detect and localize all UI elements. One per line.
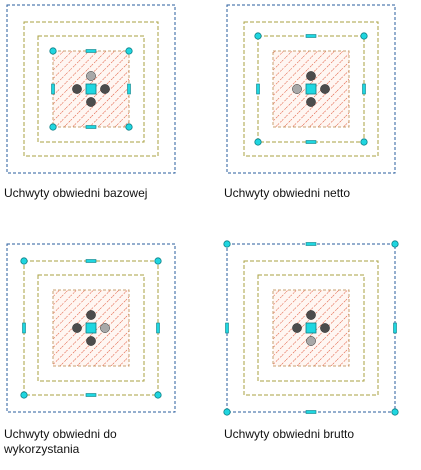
corner-grip-icon <box>20 391 28 399</box>
net-boundary-outline <box>37 274 145 382</box>
edge-grip-bottom-icon <box>85 393 97 397</box>
direction-grip-left-icon <box>292 323 302 333</box>
direction-grip-right-icon <box>320 84 330 94</box>
direction-grip-right-icon <box>100 84 110 94</box>
corner-grip-icon <box>254 32 262 40</box>
edge-grip-right-icon <box>362 83 366 95</box>
caption-base-boundary: Uchwyty obwiedni bazowej <box>4 186 148 200</box>
direction-grip-left-icon <box>72 84 82 94</box>
edge-grip-left-icon <box>225 322 229 334</box>
direction-grip-right-icon <box>100 323 110 333</box>
edge-grip-bottom-icon <box>85 125 97 129</box>
direction-grip-top-icon <box>306 310 316 320</box>
diagram-usable-boundary <box>6 243 176 413</box>
corner-grip-icon <box>360 32 368 40</box>
corner-grip-icon <box>360 138 368 146</box>
diagram-net-boundary <box>226 4 396 174</box>
gross-boundary-outline <box>226 4 396 174</box>
direction-grip-bottom-icon <box>306 336 316 346</box>
panel-base-boundary: Uchwyty obwiedni bazowej <box>2 2 202 232</box>
corner-grip-icon <box>125 47 133 55</box>
edge-grip-right-icon <box>156 322 160 334</box>
corner-grip-icon <box>223 408 231 416</box>
corner-grip-icon <box>391 408 399 416</box>
caption-usable-boundary: Uchwyty obwiedni do wykorzystania <box>4 427 117 456</box>
direction-grip-left-icon <box>292 84 302 94</box>
corner-grip-icon <box>49 123 57 131</box>
panel-net-boundary: Uchwyty obwiedni netto <box>222 2 421 232</box>
direction-grip-right-icon <box>320 323 330 333</box>
edge-grip-left-icon <box>22 322 26 334</box>
panel-gross-boundary: Uchwyty obwiedni brutto <box>222 237 421 467</box>
caption-gross-boundary: Uchwyty obwiedni brutto <box>224 427 355 441</box>
corner-grip-icon <box>154 257 162 265</box>
edge-grip-right-icon <box>393 322 397 334</box>
edge-grip-top-icon <box>305 242 317 246</box>
panel-usable-boundary: Uchwyty obwiedni do wykorzystania <box>2 237 202 467</box>
corner-grip-icon <box>20 257 28 265</box>
direction-grip-bottom-icon <box>86 97 96 107</box>
center-grip-icon <box>305 83 317 95</box>
caption-net-boundary: Uchwyty obwiedni netto <box>224 186 351 200</box>
direction-grip-bottom-icon <box>306 97 316 107</box>
usable-boundary-outline <box>23 21 159 157</box>
usable-boundary-outline <box>243 21 379 157</box>
corner-grip-icon <box>223 240 231 248</box>
corner-grip-icon <box>154 391 162 399</box>
diagram-gross-boundary <box>223 240 399 416</box>
center-grip-icon <box>85 322 97 334</box>
direction-grip-left-icon <box>72 323 82 333</box>
edge-grip-top-icon <box>85 49 97 53</box>
gross-boundary-outline <box>6 243 176 413</box>
gross-boundary-outline <box>6 4 176 174</box>
direction-grip-top-icon <box>306 71 316 81</box>
direction-grip-top-icon <box>86 310 96 320</box>
net-boundary-outline <box>37 35 145 143</box>
edge-grip-top-icon <box>305 34 317 38</box>
center-grip-icon <box>85 83 97 95</box>
diagram-base-boundary <box>6 4 176 174</box>
direction-grip-bottom-icon <box>86 336 96 346</box>
corner-grip-icon <box>391 240 399 248</box>
net-boundary-outline <box>257 274 365 382</box>
corner-grip-icon <box>49 47 57 55</box>
edge-grip-right-icon <box>127 83 131 95</box>
edge-grip-bottom-icon <box>305 140 317 144</box>
direction-grip-top-icon <box>86 71 96 81</box>
edge-grip-top-icon <box>85 259 97 263</box>
corner-grip-icon <box>125 123 133 131</box>
edge-grip-left-icon <box>256 83 260 95</box>
corner-grip-icon <box>254 138 262 146</box>
center-grip-icon <box>305 322 317 334</box>
edge-grip-left-icon <box>51 83 55 95</box>
edge-grip-bottom-icon <box>305 410 317 414</box>
usable-boundary-outline <box>243 260 379 396</box>
